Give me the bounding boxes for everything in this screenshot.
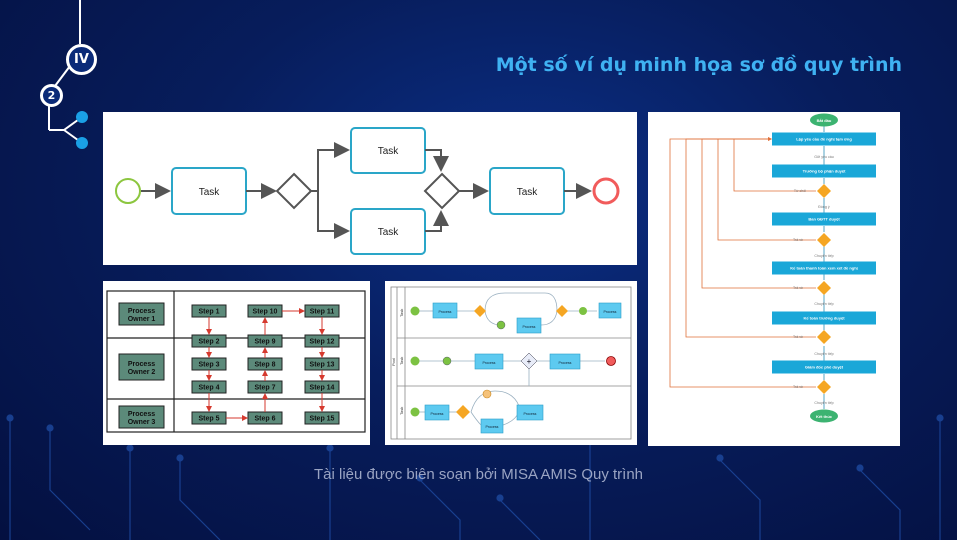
diagram-bpmn-simple: Task Task Task Task — [103, 112, 637, 265]
step-label-6: Step 6 — [254, 416, 275, 423]
approval-decisions — [817, 184, 831, 394]
process-label-7: Process — [486, 425, 499, 429]
lane-label-1: Task — [399, 309, 404, 317]
step-label-10: Step 10 — [253, 309, 278, 316]
approval-step-label-2: Trưởng bộ phận duyệt — [803, 169, 847, 174]
label-return-4: Trả về — [793, 385, 803, 389]
label-return-2: Trả về — [793, 286, 803, 290]
label-transfer-1: Chuyển tiếp — [814, 254, 833, 258]
subsection-number-badge: 2 — [40, 84, 63, 107]
decision-diamond-4 — [817, 330, 831, 344]
step-label-2: Step 2 — [198, 339, 219, 346]
process-label-4: Process — [483, 361, 496, 365]
approval-step-5 — [772, 311, 876, 325]
process-label-1: Process — [439, 310, 452, 314]
step-label-15: Step 15 — [310, 416, 335, 423]
step-label-12: Step 12 — [310, 339, 335, 346]
end-node — [810, 409, 838, 423]
process-label-8: Process — [524, 412, 537, 416]
approval-step-2 — [772, 164, 876, 178]
process-owner-box-1 — [118, 302, 165, 326]
start-event — [115, 178, 141, 204]
label-return-3: Trả về — [793, 335, 803, 339]
approval-step-4 — [772, 261, 876, 275]
process-label-6: Process — [431, 412, 444, 416]
section-numeral-badge: IV — [66, 44, 97, 75]
step-label-8: Step 8 — [254, 362, 275, 369]
decision-diamond-1 — [817, 184, 831, 198]
step-label-14: Step 14 — [310, 385, 335, 392]
task-label-3: Task — [378, 227, 400, 238]
approval-step-label-3: Ban GĐTT duyệt — [808, 217, 840, 222]
label-transfer-3: Chuyển tiếp — [814, 352, 833, 356]
approval-step-label-6: Giám đốc phê duyệt — [805, 365, 844, 370]
circuit-background — [6, 414, 944, 540]
approval-step-label-5: Kế toán trưởng duyệt — [803, 316, 845, 321]
approval-step-3 — [772, 212, 876, 226]
label-agree: Đồng ý — [818, 205, 830, 209]
process-label-3: Process — [604, 310, 617, 314]
step-box-15 — [304, 411, 340, 425]
label-transfer-4: Chuyển tiếp — [814, 401, 833, 405]
approval-step-label-1: Lập yêu cầu đề nghị tạm ứng — [796, 137, 852, 142]
plus-gateway-icon: + — [527, 357, 532, 366]
label-transfer-2: Chuyển tiếp — [814, 302, 833, 306]
start-node — [810, 113, 838, 127]
lane-label-2: Task — [399, 357, 404, 365]
step-label-1: Step 1 — [198, 309, 219, 316]
step-label-5: Step 5 — [198, 416, 219, 423]
page-title: Một số ví dụ minh họa sơ đồ quy trình — [495, 54, 902, 76]
start-label: Bắt đầu — [817, 118, 832, 123]
pool-label: Pool — [391, 358, 396, 366]
diagram-bpmn-pool: Pool Task Task Task Process Process Proc… — [385, 281, 637, 445]
end-event — [592, 177, 620, 205]
end-label: Kết thúc — [816, 414, 833, 419]
label-reject: Từ chối — [794, 189, 806, 193]
decision-diamond-3 — [817, 281, 831, 295]
lane-label-3: Task — [399, 407, 404, 415]
label-return-1: Trả về — [793, 238, 803, 242]
section-connector-lines — [48, 0, 88, 149]
step-label-11: Step 11 — [310, 309, 335, 316]
approval-flow-svg: Bắt đầu Kết thúc Lập yêu cầu đề nghị tạm… — [669, 113, 876, 423]
bpmn-pool-svg: Pool Task Task Task Process Process Proc… — [390, 286, 632, 440]
step-label-3: Step 3 — [198, 362, 219, 369]
decision-diamond-5 — [817, 380, 831, 394]
diagram-approval-flow: Bắt đầu Kết thúc Lập yêu cầu đề nghị tạm… — [648, 112, 900, 446]
process-owner-box-3 — [118, 405, 165, 429]
approval-step-label-4: Kế toán thanh toán xem xét đề nghị — [790, 266, 858, 271]
task-label-1: Task — [199, 187, 221, 198]
approval-step-6 — [772, 360, 876, 374]
footer-credit: Tài liệu được biên soạn bởi MISA AMIS Qu… — [313, 466, 644, 483]
step-label-9: Step 9 — [254, 339, 275, 346]
step-label-7: Step 7 — [254, 385, 275, 392]
gateway-split — [275, 172, 313, 210]
step-label-13: Step 13 — [310, 362, 335, 369]
bpmn-simple-svg: Task Task Task Task — [115, 127, 620, 255]
decision-diamond-2 — [817, 233, 831, 247]
task-label-4: Task — [517, 187, 539, 198]
process-label-2: Process — [523, 325, 536, 329]
label-submit: Gửi yêu cầu — [814, 155, 834, 159]
step-grid: Step 1 Step 2 Step 3 Step 4 Step 5 Step 6 Step… — [191, 304, 340, 425]
process-label-5: Process — [559, 361, 572, 365]
step-label-4: Step 4 — [198, 385, 219, 392]
approval-step-1 — [772, 132, 876, 146]
task-label-2: Task — [378, 146, 400, 157]
gateway-join — [423, 172, 461, 210]
process-owner-box-2 — [118, 353, 165, 381]
